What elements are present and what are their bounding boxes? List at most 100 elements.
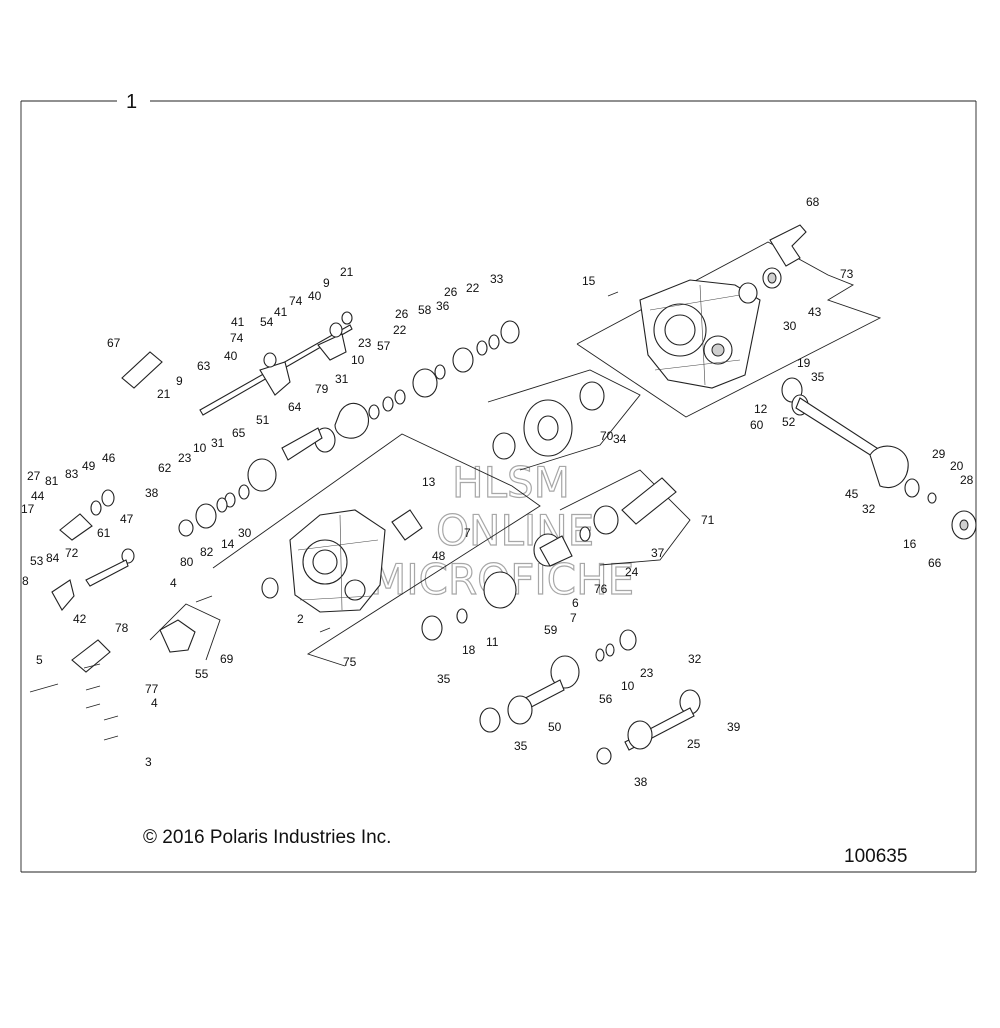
callout-label: 28 [960, 473, 974, 487]
callout-label: 33 [490, 272, 504, 286]
callout-label: 49 [82, 459, 96, 473]
callout-label: 29 [932, 447, 946, 461]
selector-part-67 [121, 351, 163, 389]
assembly-frame: 1 [20, 91, 977, 873]
callout-label: 66 [928, 556, 942, 570]
callout-label: 31 [335, 372, 349, 386]
cover-part-48 [391, 509, 423, 541]
callout-label: 36 [436, 299, 450, 313]
callout-label: 82 [200, 545, 214, 559]
callout-label: 41 [231, 315, 245, 329]
shift-linkage [51, 489, 135, 611]
callout-label: 23 [178, 451, 192, 465]
shift-forks-assembly [199, 311, 353, 416]
seal-part-30-left [261, 577, 279, 599]
callout-label: 45 [845, 487, 859, 501]
callout-label: 2 [297, 612, 304, 626]
callout-label: 56 [599, 692, 613, 706]
callout-label: 41 [274, 305, 288, 319]
drawing-number: 100635 [844, 846, 907, 867]
callout-label: 83 [65, 467, 79, 481]
callout-label: 51 [256, 413, 270, 427]
callout-label: 35 [514, 739, 528, 753]
callout-label: 5 [36, 653, 43, 667]
callout-label: 38 [634, 775, 648, 789]
callout-label: 35 [437, 672, 451, 686]
callout-label: 32 [862, 502, 876, 516]
callout-label: 22 [393, 323, 407, 337]
callout-label: 40 [224, 349, 238, 363]
bracket-part-78 [71, 639, 111, 673]
lower-shafts [421, 571, 701, 765]
callout-label: 74 [230, 331, 244, 345]
callout-label: 81 [45, 474, 59, 488]
callout-label: 70 [600, 429, 614, 443]
cover-part-55 [159, 619, 196, 653]
callout-label: 72 [65, 546, 79, 560]
callout-label: 15 [582, 274, 596, 288]
callout-label: 14 [221, 537, 235, 551]
seal-parts [738, 267, 782, 304]
callout-label: 32 [688, 652, 702, 666]
callout-label: 30 [238, 526, 252, 540]
callout-label: 35 [811, 370, 825, 384]
output-shaft-52 [781, 377, 977, 540]
callout-label: 79 [315, 382, 329, 396]
callout-label: 37 [651, 546, 665, 560]
callout-label: 20 [950, 459, 964, 473]
callout-label: 52 [782, 415, 796, 429]
callout-label: 54 [260, 315, 274, 329]
callout-label: 43 [808, 305, 822, 319]
callout-label: 69 [220, 652, 234, 666]
lower-gear-cluster [492, 381, 677, 567]
callout-label: 12 [754, 402, 768, 416]
callout-label: 78 [115, 621, 129, 635]
callout-label: 74 [289, 294, 303, 308]
callout-label: 21 [157, 387, 171, 401]
callout-label: 62 [158, 461, 172, 475]
callout-label: 48 [432, 549, 446, 563]
callout-label: 9 [176, 374, 183, 388]
callout-label: 65 [232, 426, 246, 440]
callout-label: 68 [806, 195, 820, 209]
callout-label: 30 [783, 319, 797, 333]
callout-label: 38 [145, 486, 159, 500]
callout-label: 4 [170, 576, 177, 590]
callout-label: 46 [102, 451, 116, 465]
callout-label: 39 [727, 720, 741, 734]
callout-label: 64 [288, 400, 302, 414]
callout-label: 23 [358, 336, 372, 350]
callout-label: 24 [625, 565, 639, 579]
callout-label: 61 [97, 526, 111, 540]
callout-label: 4 [151, 696, 158, 710]
callout-label: 10 [193, 441, 207, 455]
callout-label: 50 [548, 720, 562, 734]
callout-label: 3 [145, 755, 152, 769]
callout-label: 6 [572, 596, 579, 610]
callout-label: 55 [195, 667, 209, 681]
callout-label: 34 [613, 432, 627, 446]
callout-label: 7 [464, 526, 471, 540]
callout-label: 22 [466, 281, 480, 295]
callout-label: 7 [570, 611, 577, 625]
callout-label: 57 [377, 339, 391, 353]
callout-label: 60 [750, 418, 764, 432]
callout-label: 10 [621, 679, 635, 693]
callout-label: 27 [27, 469, 41, 483]
callout-label: 13 [422, 475, 436, 489]
callout-label: 10 [351, 353, 365, 367]
watermark-line-1: HLSM [452, 458, 570, 507]
callout-label: 18 [462, 643, 476, 657]
callout-label: 16 [903, 537, 917, 551]
gasket-part-24 [539, 535, 573, 567]
callout-label: 73 [840, 267, 854, 281]
callout-label: 21 [340, 265, 354, 279]
callout-label: 19 [797, 356, 811, 370]
callout-label: 25 [687, 737, 701, 751]
callout-label: 58 [418, 303, 432, 317]
callout-label: 44 [31, 489, 45, 503]
callout-label: 53 [30, 554, 44, 568]
callout-label: 9 [323, 276, 330, 290]
